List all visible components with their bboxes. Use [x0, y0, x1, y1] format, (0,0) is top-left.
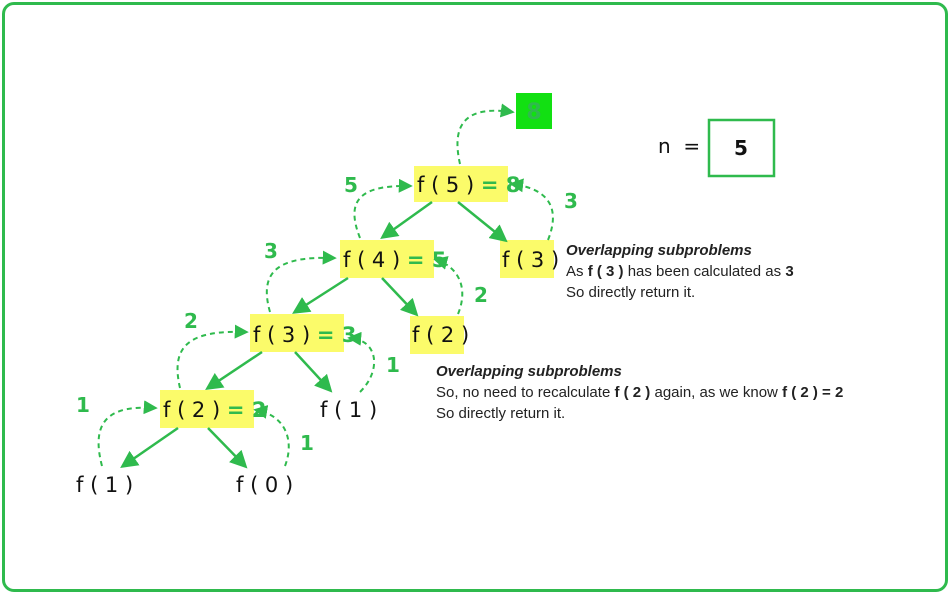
- node-f4-result: = 5: [407, 248, 447, 272]
- node-f3-memo-highlight: [500, 240, 554, 278]
- node-f4: f ( 4 ) = 5: [343, 248, 446, 272]
- node-f4-call: f ( 4 ): [343, 248, 400, 272]
- edge-f4-f2: [381, 277, 419, 317]
- node-f1-right: f ( 1 ): [320, 398, 377, 422]
- edge-f3-f2: [205, 350, 263, 390]
- return-arrow-f2: [176, 324, 249, 389]
- input-n-value: 5: [734, 136, 748, 160]
- note-overlap-f2-line2: So directly return it.: [436, 405, 566, 422]
- node-f3-call: f ( 3 ): [253, 323, 310, 347]
- node-f3-highlight: [250, 314, 344, 352]
- return-arrow-f3-memo: [509, 178, 554, 241]
- return-value-f4: 5: [344, 173, 358, 197]
- node-f3-result: = 3: [317, 323, 357, 347]
- node-f3-memo: f ( 3 ): [502, 248, 559, 272]
- node-f0: f ( 0 ): [236, 473, 293, 497]
- edge-f5-f4: [380, 200, 433, 240]
- return-arrow-f3: [265, 250, 337, 313]
- final-result-box: [516, 93, 552, 129]
- node-f2: f ( 2 ) = 2: [163, 398, 266, 422]
- edge-f5-f3: [457, 201, 508, 243]
- node-f5: f ( 5 ) = 8: [417, 173, 520, 197]
- note-overlap-f3: Overlapping subproblems As f ( 3 ) has b…: [566, 240, 794, 303]
- node-f5-highlight: [414, 166, 508, 202]
- note-overlap-f3-line1: As f ( 3 ) has been calculated as 3: [566, 263, 794, 280]
- note-overlap-f2-line1: So, no need to recalculate f ( 2 ) again…: [436, 384, 844, 401]
- return-value-f3-memo: 3: [564, 189, 578, 213]
- return-value-f0: 1: [300, 431, 314, 455]
- return-value-f2-memo: 2: [474, 283, 488, 307]
- node-f5-call: f ( 5 ): [417, 173, 474, 197]
- node-f3: f ( 3 ) = 3: [253, 323, 356, 347]
- note-overlap-f3-line2: So directly return it.: [566, 284, 696, 301]
- note-overlap-f2: Overlapping subproblems So, no need to r…: [436, 361, 843, 424]
- return-arrow-f0: [253, 405, 290, 467]
- edge-f4-f3: [292, 276, 349, 314]
- return-arrow-f1-right: [347, 331, 376, 393]
- note-overlap-f3-title: Overlapping subproblems: [566, 242, 752, 259]
- return-value-f2: 2: [184, 309, 198, 333]
- final-result-value: 8: [526, 100, 541, 125]
- return-arrow-f1: [97, 400, 158, 467]
- return-value-f3: 3: [264, 239, 278, 263]
- node-f4-highlight: [340, 240, 434, 278]
- note-overlap-f2-title: Overlapping subproblems: [436, 363, 622, 380]
- node-f2-result: = 2: [227, 398, 267, 422]
- node-f2-call: f ( 2 ): [163, 398, 220, 422]
- node-f1-left: f ( 1 ): [76, 473, 133, 497]
- input-n-label: n =: [658, 134, 700, 158]
- return-arrow-f4: [353, 178, 413, 239]
- node-f5-result: = 8: [481, 173, 521, 197]
- edge-f2-f0: [207, 427, 248, 469]
- return-value-f1: 1: [76, 393, 90, 417]
- return-arrow-final: [456, 103, 515, 165]
- edge-f2-f1: [120, 426, 179, 468]
- node-f2-highlight: [160, 390, 254, 428]
- return-arrow-f2-memo: [433, 256, 464, 315]
- edge-f3-f1: [294, 351, 333, 393]
- node-f2-memo-highlight: [410, 316, 464, 354]
- input-n-box: [707, 118, 776, 178]
- return-value-f1-right: 1: [386, 353, 400, 377]
- node-f2-memo: f ( 2 ): [412, 323, 469, 347]
